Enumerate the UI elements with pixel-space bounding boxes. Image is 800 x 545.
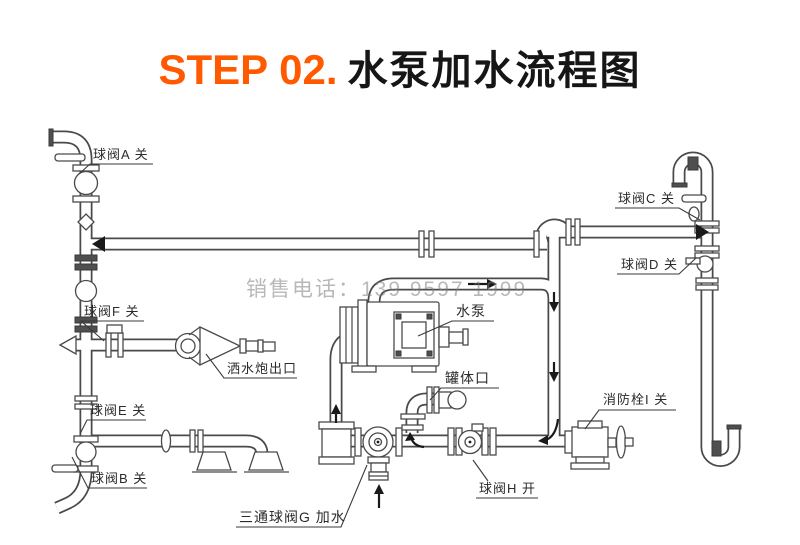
label-hydrant-i: 消防栓I 关	[603, 392, 669, 407]
label-tank-port: 罐体口	[445, 370, 490, 386]
tank-port-fitting	[400, 386, 467, 431]
title-step-number: STEP 02.	[158, 46, 338, 93]
three-way-valve-g	[354, 426, 403, 481]
reducer-left	[92, 236, 105, 252]
pipe-network-core	[52, 132, 739, 513]
flow-arrow-left	[538, 435, 548, 445]
cannon-barrel	[239, 338, 247, 354]
main-pipe-flanges	[418, 218, 581, 258]
label-valve-e: 球阀E 关	[90, 403, 147, 418]
ball-valve-d	[685, 245, 720, 291]
label-valve-c: 球阀C 关	[618, 191, 676, 206]
flange	[74, 403, 98, 410]
flange	[74, 263, 98, 271]
u-trap-joint	[711, 440, 722, 457]
label-valve-h: 球阀H 开	[479, 481, 537, 496]
ball-valve-b	[51, 435, 99, 473]
flange	[74, 316, 98, 324]
ball-valve-f	[105, 324, 124, 358]
page-title: STEP 02. 水泵加水流程图	[0, 38, 800, 96]
title-text: 水泵加水流程图	[347, 49, 642, 93]
cannon-frame	[199, 325, 242, 367]
hydrant-base	[570, 462, 610, 470]
valve-a-body	[73, 170, 99, 196]
label-valve-f: 球阀F 关	[84, 304, 140, 319]
label-valve-d: 球阀D 关	[621, 257, 679, 272]
ball-valve-e	[160, 429, 204, 453]
sprinkler-cannon	[174, 325, 276, 367]
flange	[74, 254, 98, 262]
pump-motor-fins	[339, 306, 359, 364]
label-valve-b: 球阀B 关	[91, 471, 148, 486]
flow-arrow-right	[487, 279, 497, 289]
valve-b-lever	[51, 464, 79, 473]
hydrant-handwheel	[615, 425, 627, 459]
flow-arrow-up	[405, 432, 415, 441]
fire-hydrant-i	[564, 420, 634, 470]
sales-phone-watermark: 销售电话：139 9597 1999	[246, 278, 528, 301]
reducer-right	[696, 224, 709, 240]
pump-foot	[411, 365, 437, 373]
label-leader-lines	[71, 163, 701, 528]
pump-outlet-flange	[438, 326, 450, 348]
tank-port-ball	[447, 390, 467, 410]
label-valve-a: 球阀A 关	[93, 147, 149, 162]
flange	[74, 325, 98, 333]
flow-arrows	[331, 279, 560, 508]
pipe-cap	[48, 128, 54, 147]
valve-b-body	[75, 441, 97, 463]
suction-riser-joint	[318, 421, 355, 465]
ball-valve-h	[447, 423, 497, 456]
water-inlet-nozzle	[370, 462, 387, 473]
hydrant-body	[571, 426, 609, 458]
flange	[74, 395, 98, 402]
flow-arrow-up	[331, 404, 341, 414]
valve-a-lever	[54, 153, 86, 162]
water-in-arrow	[374, 484, 384, 494]
branch-cone-cap	[58, 334, 77, 356]
label-pump: 水泵	[456, 303, 486, 319]
water-pump	[339, 299, 469, 373]
valve-c-lever	[681, 194, 707, 203]
flow-arrow-down	[549, 302, 559, 312]
valve-e-disc	[160, 429, 172, 453]
pump-foot	[351, 365, 377, 373]
pipe-cap	[726, 424, 742, 430]
gooseneck-bolts	[687, 156, 699, 171]
pipe-supports	[192, 451, 289, 473]
pipe-cap	[671, 182, 688, 188]
flow-arrow-down	[549, 372, 559, 382]
label-cannon-outlet: 洒水炮出口	[227, 361, 298, 376]
label-three-way-valve-g: 三通球阀G 加水	[239, 509, 346, 525]
pipe-fitting-diamond	[77, 213, 95, 231]
left-pipe-valve-body	[74, 279, 98, 303]
